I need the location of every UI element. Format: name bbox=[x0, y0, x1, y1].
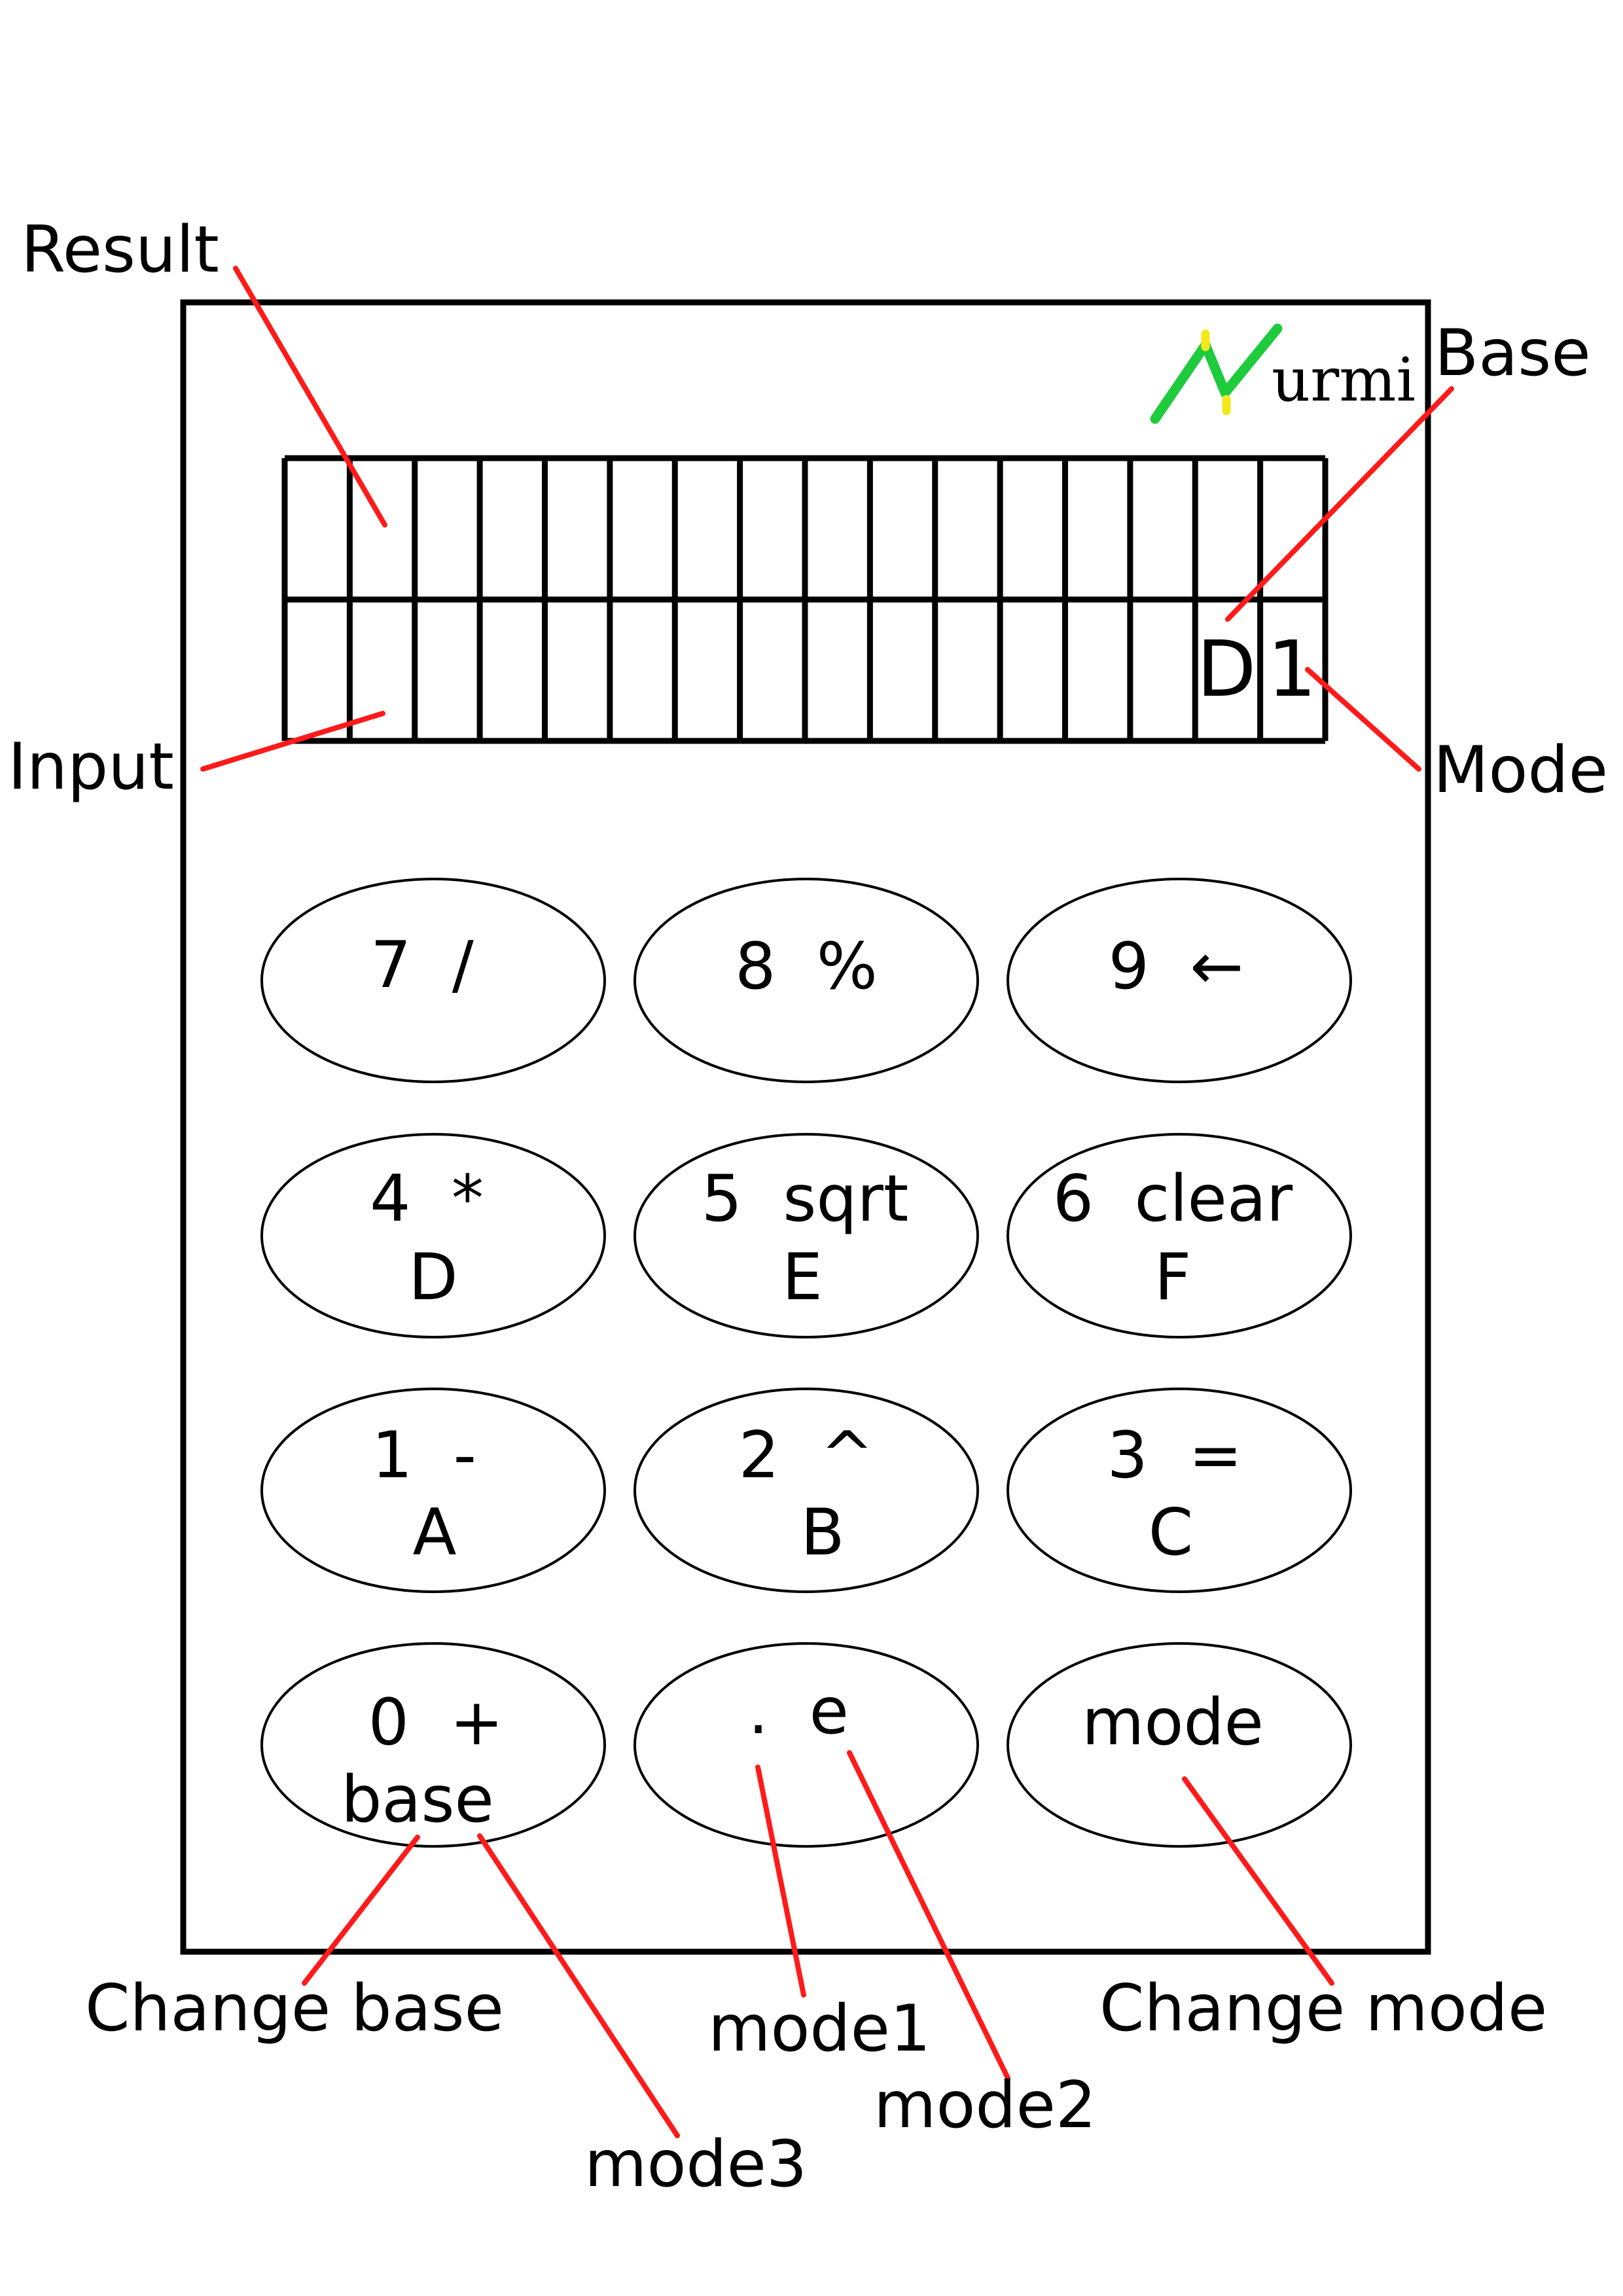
key-1[interactable]: 1 - A bbox=[260, 1388, 606, 1593]
callout-base: Base bbox=[1435, 316, 1591, 391]
key-8-outline bbox=[633, 878, 979, 1083]
key-5-outline bbox=[633, 1133, 979, 1338]
key-5-label: 5 sqrt bbox=[702, 1162, 909, 1236]
callout-mode: Mode bbox=[1433, 733, 1608, 808]
key-dot-outline bbox=[633, 1642, 979, 1848]
key-7-label: 7 / bbox=[370, 928, 474, 1003]
key-4[interactable]: 4 * D bbox=[260, 1133, 606, 1338]
callout-result: Result bbox=[21, 213, 219, 287]
key-0[interactable]: 0 + base bbox=[260, 1642, 606, 1848]
key-6-label: 6 clear bbox=[1053, 1162, 1293, 1236]
base-indicator: D bbox=[1197, 624, 1257, 714]
key-8-label: 8 % bbox=[735, 929, 878, 1004]
logo-mark-icon bbox=[1150, 323, 1283, 424]
key-3-label: 3 = bbox=[1107, 1418, 1243, 1493]
key-0-base-label: base bbox=[341, 1763, 494, 1837]
base-leader bbox=[1225, 386, 1454, 622]
key-9[interactable]: 9 ← bbox=[1007, 878, 1352, 1083]
key-6-hex-label: F bbox=[1154, 1240, 1191, 1315]
key-3-outline bbox=[1007, 1388, 1352, 1593]
key-7-outline bbox=[260, 878, 606, 1083]
mode3-leader bbox=[477, 1833, 680, 2138]
calculator-body bbox=[180, 299, 1431, 1955]
key-2-label: 2 ^ bbox=[739, 1418, 874, 1493]
key-5-hex-label: E bbox=[782, 1240, 823, 1315]
mode1-leader bbox=[755, 1765, 806, 1998]
key-0-outline bbox=[260, 1642, 606, 1848]
callout-lines bbox=[200, 266, 1454, 2138]
logo-text: urmi bbox=[1272, 345, 1416, 415]
lcd-display bbox=[281, 455, 1329, 744]
mode-leader bbox=[1305, 667, 1421, 772]
key-0-label: 0 + bbox=[368, 1685, 504, 1760]
key-9-outline bbox=[1007, 878, 1352, 1083]
key-4-hex-label: D bbox=[408, 1240, 457, 1315]
key-6-outline bbox=[1007, 1133, 1352, 1338]
key-4-outline bbox=[260, 1133, 606, 1338]
key-2[interactable]: 2 ^ B bbox=[633, 1388, 979, 1593]
change-base-leader bbox=[302, 1835, 420, 1986]
key-9-label: 9 ← bbox=[1109, 929, 1244, 1004]
callout-input: Input bbox=[8, 730, 174, 804]
key-4-label: 4 * bbox=[370, 1162, 484, 1236]
logo: urmi bbox=[1150, 323, 1416, 424]
result-leader bbox=[233, 266, 387, 528]
key-2-hex-label: B bbox=[800, 1496, 844, 1570]
key-mode-outline bbox=[1007, 1642, 1352, 1848]
mode2-leader bbox=[847, 1750, 1010, 2081]
callout-change-mode: Change mode bbox=[1099, 1971, 1547, 2046]
key-3-hex-label: C bbox=[1149, 1496, 1193, 1570]
key-5[interactable]: 5 sqrt E bbox=[633, 1133, 979, 1338]
callout-mode2: mode2 bbox=[874, 2068, 1096, 2143]
key-dot-label: . e bbox=[748, 1674, 849, 1749]
callout-change-base: Change base bbox=[85, 1971, 504, 2046]
key-mode-label: mode bbox=[1082, 1685, 1264, 1760]
key-3[interactable]: 3 = C bbox=[1007, 1388, 1352, 1593]
change-mode-leader bbox=[1182, 1776, 1334, 1986]
key-6[interactable]: 6 clear F bbox=[1007, 1133, 1352, 1338]
key-mode[interactable]: mode bbox=[1007, 1642, 1352, 1848]
callout-mode1: mode1 bbox=[708, 1992, 931, 2066]
callout-mode3: mode3 bbox=[584, 2127, 807, 2202]
input-leader bbox=[200, 711, 385, 772]
key-2-outline bbox=[633, 1388, 979, 1593]
key-8[interactable]: 8 % bbox=[633, 878, 979, 1083]
key-7[interactable]: 7 / bbox=[260, 878, 606, 1083]
key-1-hex-label: A bbox=[412, 1496, 456, 1570]
key-1-outline bbox=[260, 1388, 606, 1593]
key-1-label: 1 - bbox=[372, 1418, 476, 1493]
key-dot[interactable]: . e bbox=[633, 1642, 979, 1848]
